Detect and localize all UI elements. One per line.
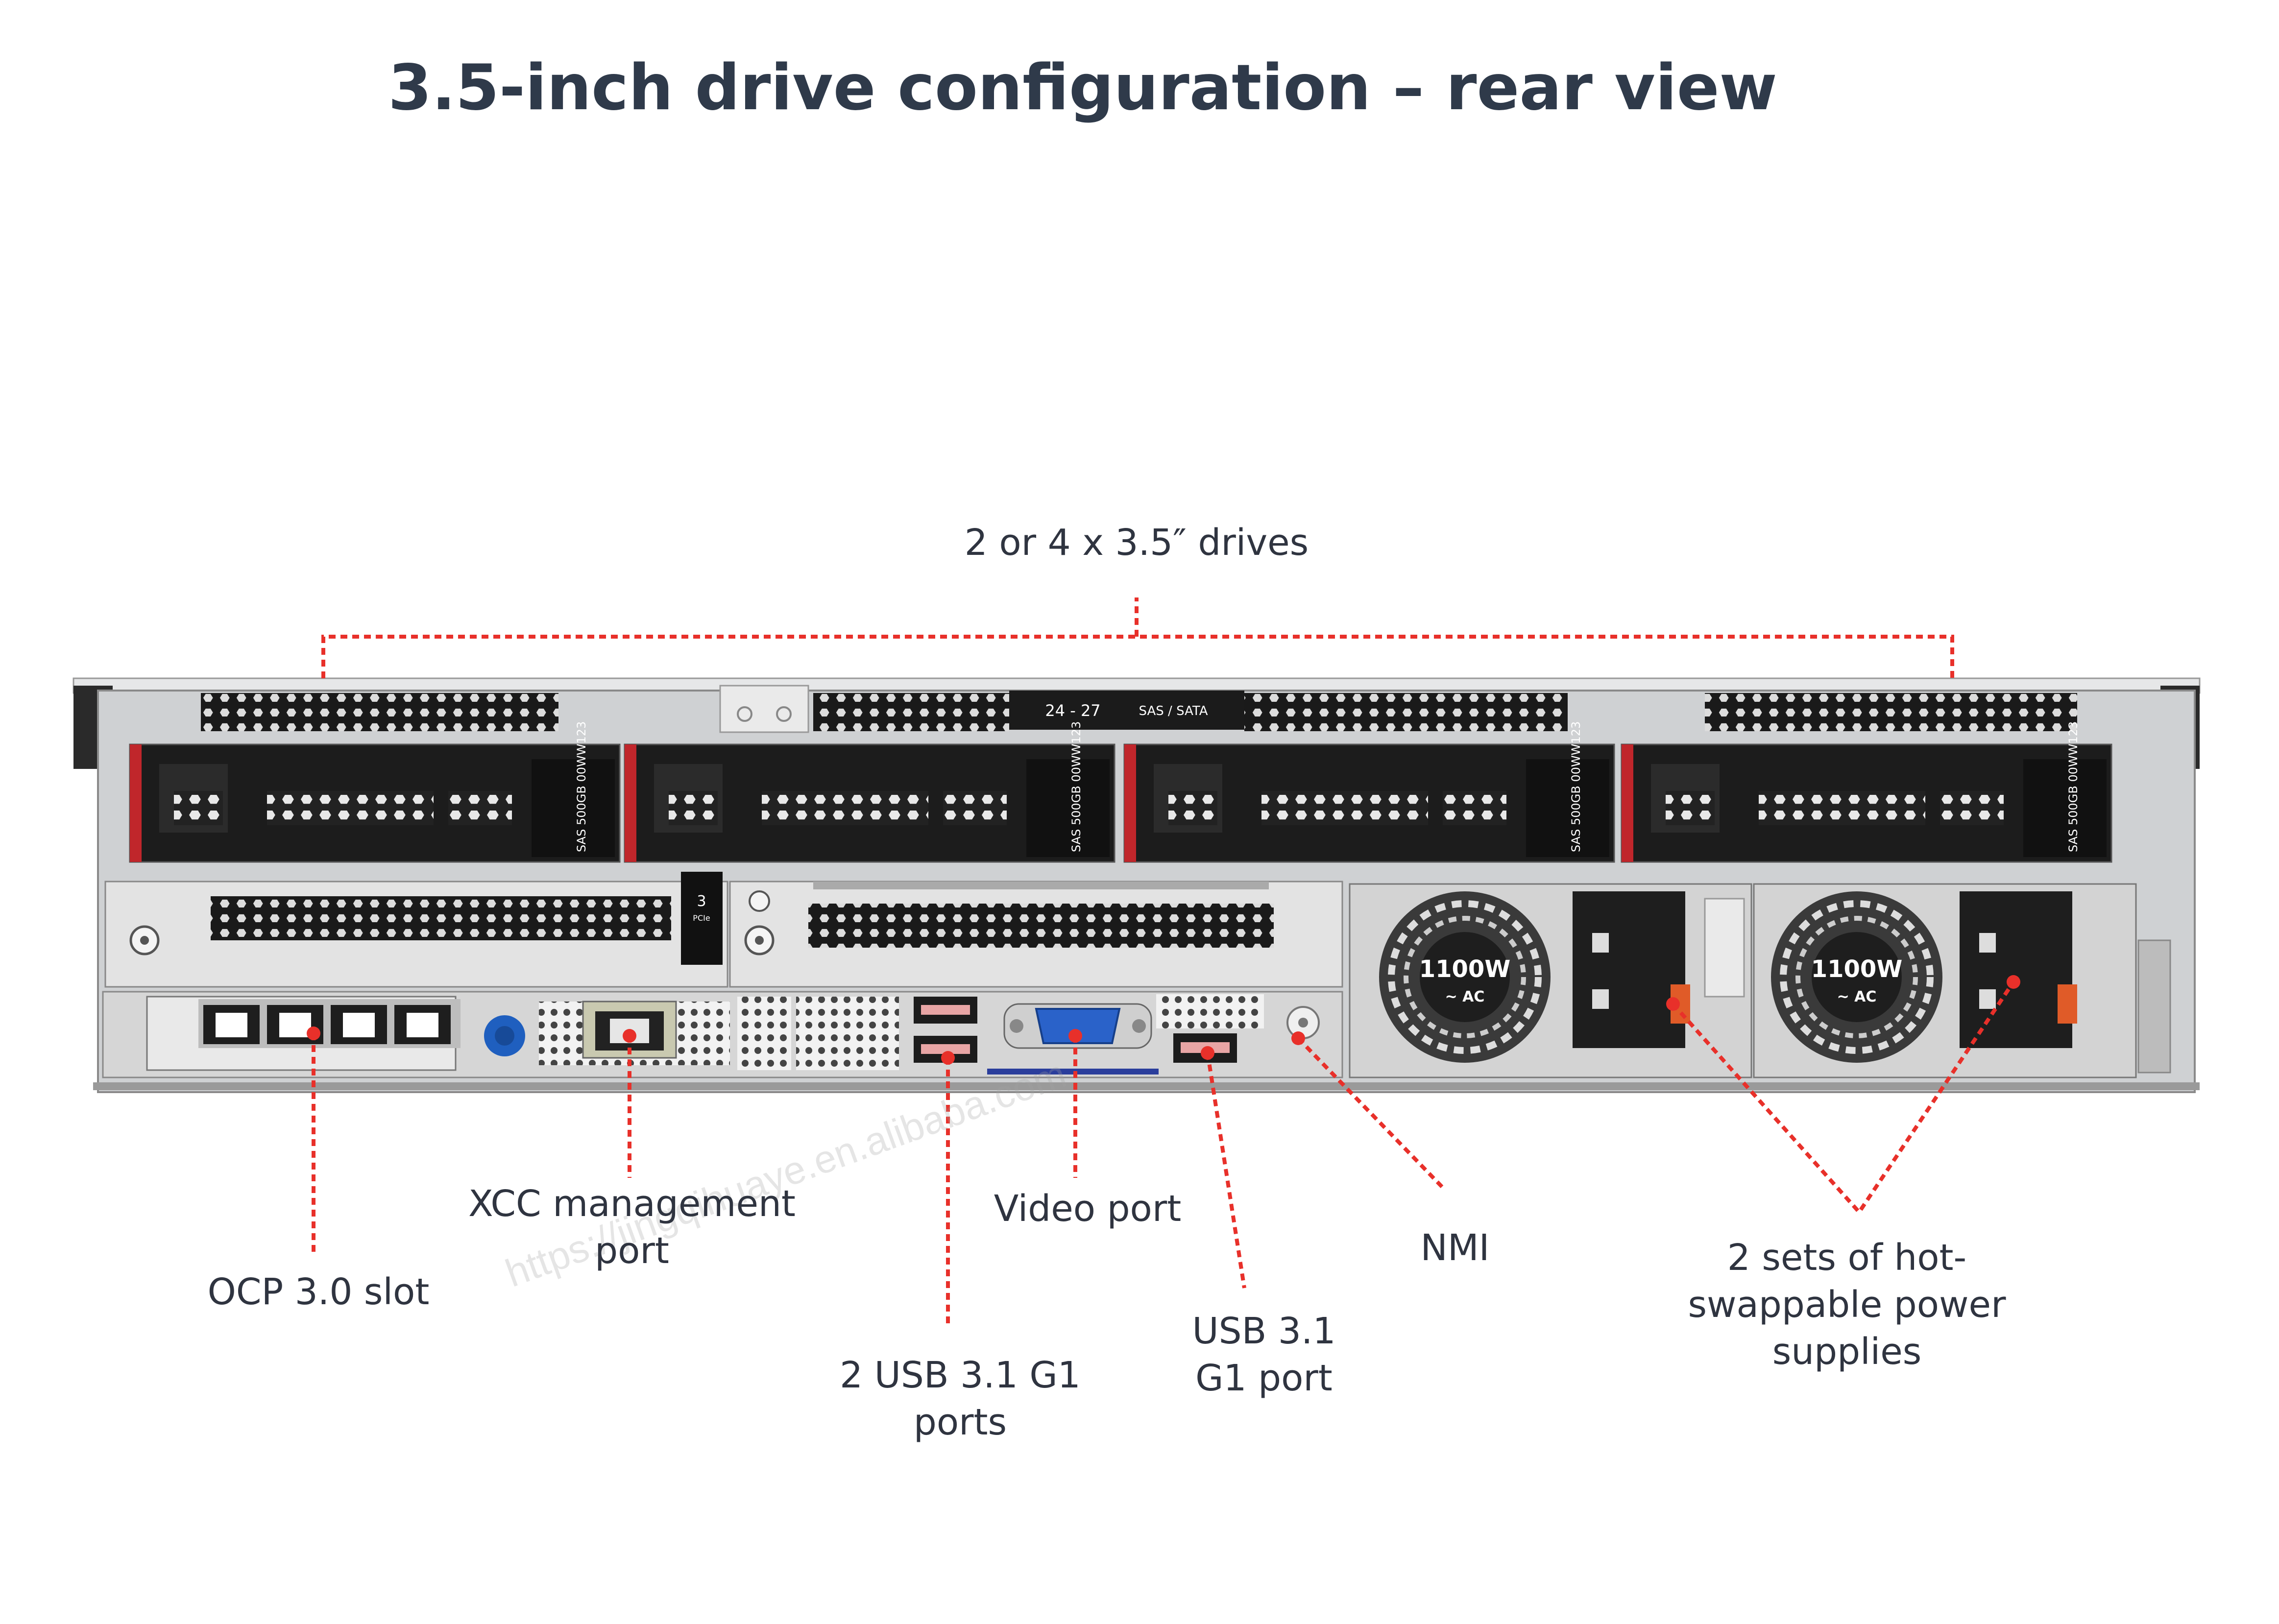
riser-number: 3: [697, 893, 706, 910]
xcc-management-port[interactable]: [539, 1001, 730, 1065]
psu-rating: 1100W: [1419, 955, 1511, 983]
power-supply-2[interactable]: 1100W ~ AC: [1753, 883, 2137, 1078]
leader-lines: [312, 597, 2015, 1325]
bay-type-label: SAS / SATA: [1139, 704, 1208, 718]
drive-bay-4[interactable]: SAS 500GB 00WW123: [1621, 721, 2112, 863]
io-vent: [1156, 994, 1264, 1028]
label-drives: 2 or 4 x 3.5″ drives: [964, 522, 1309, 564]
page-title: 3.5-inch drive configuration – rear view: [388, 51, 1777, 124]
label-video-port: Video port: [994, 1188, 1182, 1230]
drive-label: SAS 500GB 00WW123: [1069, 721, 1083, 852]
psu-ac-label: ~ AC: [1445, 988, 1485, 1005]
leader-dots: [307, 975, 2020, 1065]
drive-label: SAS 500GB 00WW123: [575, 721, 588, 852]
io-vent: [737, 997, 791, 1070]
top-vent: 24 - 27 SAS / SATA: [201, 685, 2077, 733]
label-ocp-slot: OCP 3.0 slot: [207, 1271, 430, 1313]
drive-bay-2[interactable]: SAS 500GB 00WW123: [624, 721, 1115, 863]
leader-psu: [1672, 980, 2015, 1216]
blue-thumbscrew[interactable]: [484, 1015, 525, 1056]
io-vent: [796, 997, 899, 1070]
bay-number-label: 24 - 27: [1045, 701, 1100, 720]
drive-bay-1[interactable]: SAS 500GB 00WW123: [129, 721, 621, 863]
drive-label: SAS 500GB 00WW123: [1569, 721, 1583, 852]
label-nmi: NMI: [1420, 1227, 1490, 1269]
psu-rating: 1100W: [1811, 955, 1903, 983]
riser-sub: PCIe: [693, 913, 710, 923]
leader-drives: [321, 597, 1954, 678]
usb-ports-pair[interactable]: [914, 997, 977, 1063]
drive-label: SAS 500GB 00WW123: [2066, 721, 2080, 852]
ocp-slot[interactable]: [198, 999, 461, 1048]
drive-bay-3[interactable]: SAS 500GB 00WW123: [1123, 721, 1615, 863]
pcie-slot-left[interactable]: 3 PCIe: [104, 872, 728, 988]
leader-usb-single: [1206, 1052, 1246, 1289]
psu-ac-label: ~ AC: [1837, 988, 1877, 1005]
chassis-right-ear: [2137, 939, 2171, 1074]
power-supply-1[interactable]: 1100W ~ AC: [1349, 883, 1752, 1078]
video-port[interactable]: [987, 1003, 1159, 1075]
pcie-slot-center[interactable]: [729, 881, 1343, 988]
